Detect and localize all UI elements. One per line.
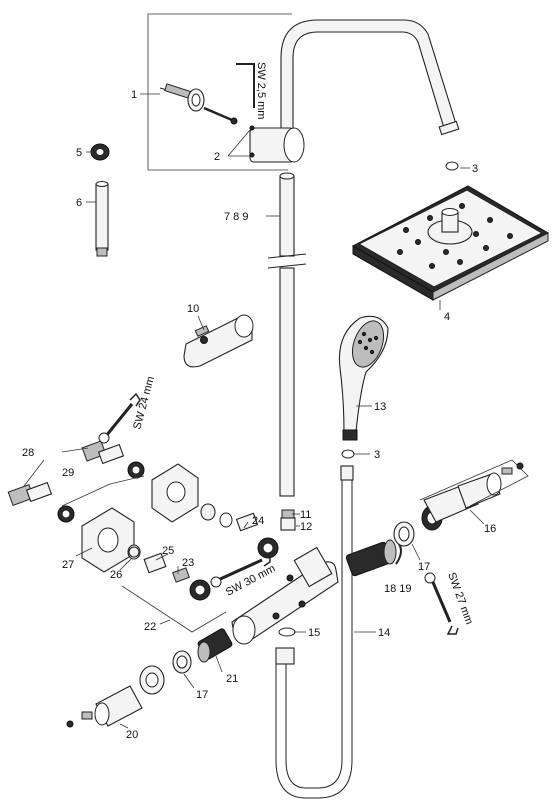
part-17-ring-left [172,650,192,674]
seal-part-3-lower [341,449,355,459]
callout-3-top: 3 [472,163,478,175]
callout-28: 28 [22,447,34,459]
thermostat-body [231,546,339,645]
riser-pipe [267,19,460,497]
callout-1: 1 [131,89,137,101]
callout-23: 23 [182,557,194,569]
wall-anchor-part [159,83,238,125]
part-11-12-nipple [280,509,296,531]
hex-key-label: SW 2,5 mm [255,62,267,119]
part-21-cartridge [197,628,233,663]
nozzle-dots [397,203,513,269]
callout-10: 10 [187,303,199,315]
rosette-upper [151,463,199,523]
wall-mount-part [249,125,305,163]
part-20-handle [66,665,165,728]
part-29-bracket [61,475,145,507]
callout-6: 6 [76,197,82,209]
part-6-extension [95,181,109,257]
callout-2: 2 [214,151,220,163]
callout-22: 22 [144,621,156,633]
mounting-detail-box [147,13,292,171]
part-22-bracket [121,585,227,633]
callout-25: 25 [162,545,174,557]
callout-4: 4 [444,311,450,323]
callout-15: 15 [308,627,320,639]
hex-key-icon [236,63,255,108]
callout-3-lower: 3 [374,449,380,461]
part-16-handle [421,462,524,531]
wrench-label-30: SW 30 mm [224,563,278,599]
wrench-icon [210,553,271,588]
part-15-ring [278,627,296,637]
callout-12: 12 [300,521,312,533]
callout-14: 14 [378,627,390,639]
shower-hose [275,465,354,799]
part-5-nut [90,143,110,161]
overhead-shower-head [351,185,550,301]
callout-27: 27 [62,559,74,571]
rosette-lower [81,507,135,573]
callout-5: 5 [76,147,82,159]
callout-20: 20 [126,729,138,741]
callout-26: 26 [110,569,122,581]
callout-11: 11 [300,509,311,521]
callout-17-right: 17 [418,561,430,573]
part-17-ring-right [393,521,415,547]
part-16-bracket [419,459,529,507]
wrench-icon [98,392,141,444]
part-26-washer [128,546,140,558]
callout-17-left: 17 [196,689,208,701]
callout-16: 16 [484,523,496,535]
callout-29: 29 [62,467,74,479]
callout-21: 21 [226,673,238,685]
callout-18-19: 18 19 [384,583,412,595]
part-18-19-cartridge [345,539,402,577]
part-10-slider [183,314,254,368]
callout-7-8-9: 7 8 9 [224,211,248,223]
hand-shower [338,315,389,441]
wrench-label-24: SW 24 mm [131,375,157,431]
callout-13: 13 [374,401,386,413]
upper-fittings [200,503,279,559]
leader-lines [23,93,485,729]
wrench-icon [424,572,459,635]
eccentric-connector-upper [81,440,145,479]
callout-24: 24 [252,515,264,527]
seal-part-3-top [445,161,459,171]
eccentric-connector-lower [7,481,75,523]
hand-shower-nozzles [357,331,379,355]
callout-numbers: 1 2 3 4 5 6 7 8 9 10 13 3 11 12 16 17 18… [22,89,496,741]
